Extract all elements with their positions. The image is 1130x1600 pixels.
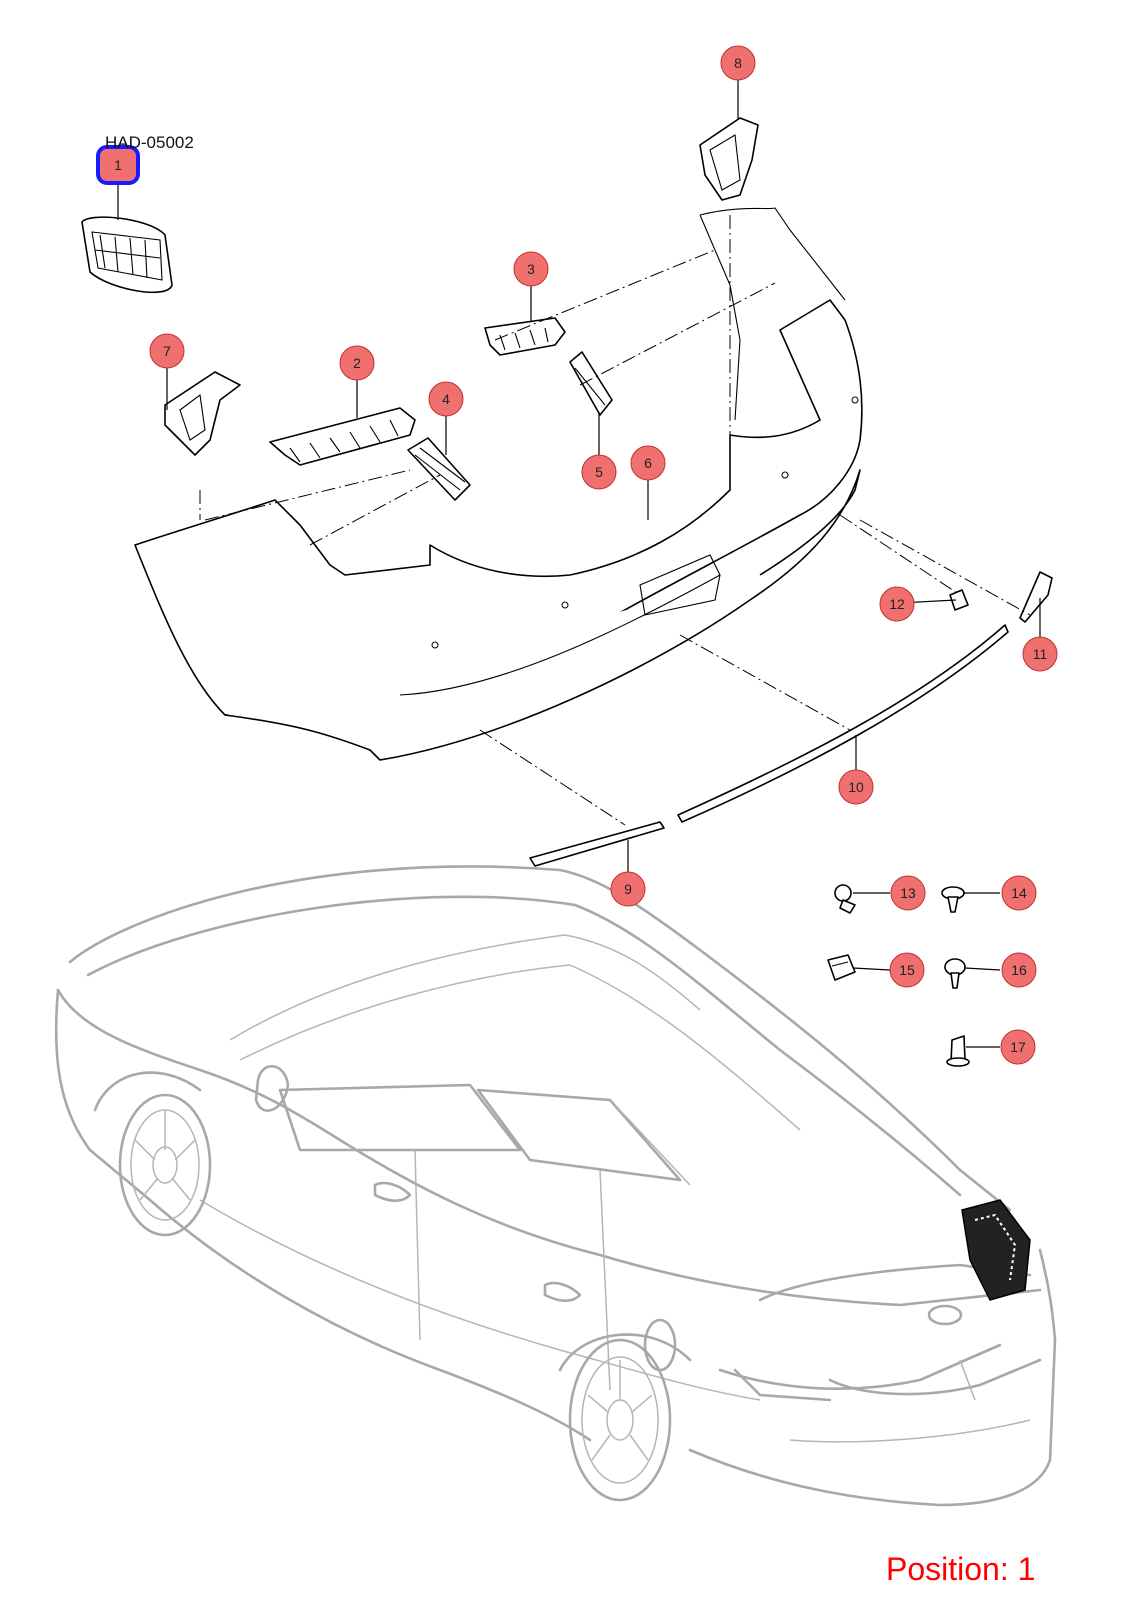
callout-5[interactable]: 5 bbox=[581, 454, 617, 490]
part-3-bracket[interactable] bbox=[484, 317, 566, 356]
part-16-bolt[interactable] bbox=[944, 958, 966, 989]
part-4-bracket[interactable] bbox=[407, 437, 471, 501]
callout-13[interactable]: 13 bbox=[890, 875, 926, 911]
assembly-lines bbox=[199, 215, 1031, 826]
callout-10[interactable]: 10 bbox=[838, 769, 874, 805]
callout-4[interactable]: 4 bbox=[428, 381, 464, 417]
part-12-cap[interactable] bbox=[949, 589, 969, 611]
car-illustration bbox=[54, 865, 1057, 1507]
callout-16[interactable]: 16 bbox=[1001, 952, 1037, 988]
part-10-trim[interactable] bbox=[677, 624, 1009, 823]
part-11-trim[interactable] bbox=[1019, 571, 1053, 623]
part-15-clip[interactable] bbox=[827, 954, 856, 981]
part-code-label: HAD-05002 bbox=[105, 133, 194, 152]
part-7-bracket[interactable] bbox=[164, 371, 241, 456]
callout-6[interactable]: 6 bbox=[630, 445, 666, 481]
part-14-screw[interactable] bbox=[941, 886, 965, 913]
position-label: Position: 1 bbox=[886, 1551, 1035, 1587]
part-17-nut[interactable] bbox=[946, 1035, 970, 1067]
part-1-vent[interactable] bbox=[81, 216, 173, 294]
callout-7[interactable]: 7 bbox=[149, 333, 185, 369]
callout-1[interactable]: 1 bbox=[96, 145, 140, 185]
callout-2[interactable]: 2 bbox=[339, 345, 375, 381]
callout-3[interactable]: 3 bbox=[513, 251, 549, 287]
callout-8[interactable]: 8 bbox=[720, 45, 756, 81]
part-2-bracket[interactable] bbox=[269, 407, 416, 466]
callout-11[interactable]: 11 bbox=[1022, 636, 1058, 672]
part-13-clip[interactable] bbox=[834, 884, 856, 914]
rear-bumper-cover bbox=[134, 207, 863, 761]
part-9-trim[interactable] bbox=[529, 821, 665, 867]
callout-9[interactable]: 9 bbox=[610, 871, 646, 907]
callout-15[interactable]: 15 bbox=[889, 952, 925, 988]
callout-14[interactable]: 14 bbox=[1001, 875, 1037, 911]
callout-17[interactable]: 17 bbox=[1000, 1029, 1036, 1065]
callout-12[interactable]: 12 bbox=[879, 586, 915, 622]
part-5-bracket[interactable] bbox=[569, 351, 613, 416]
part-8-bracket[interactable] bbox=[699, 117, 759, 201]
